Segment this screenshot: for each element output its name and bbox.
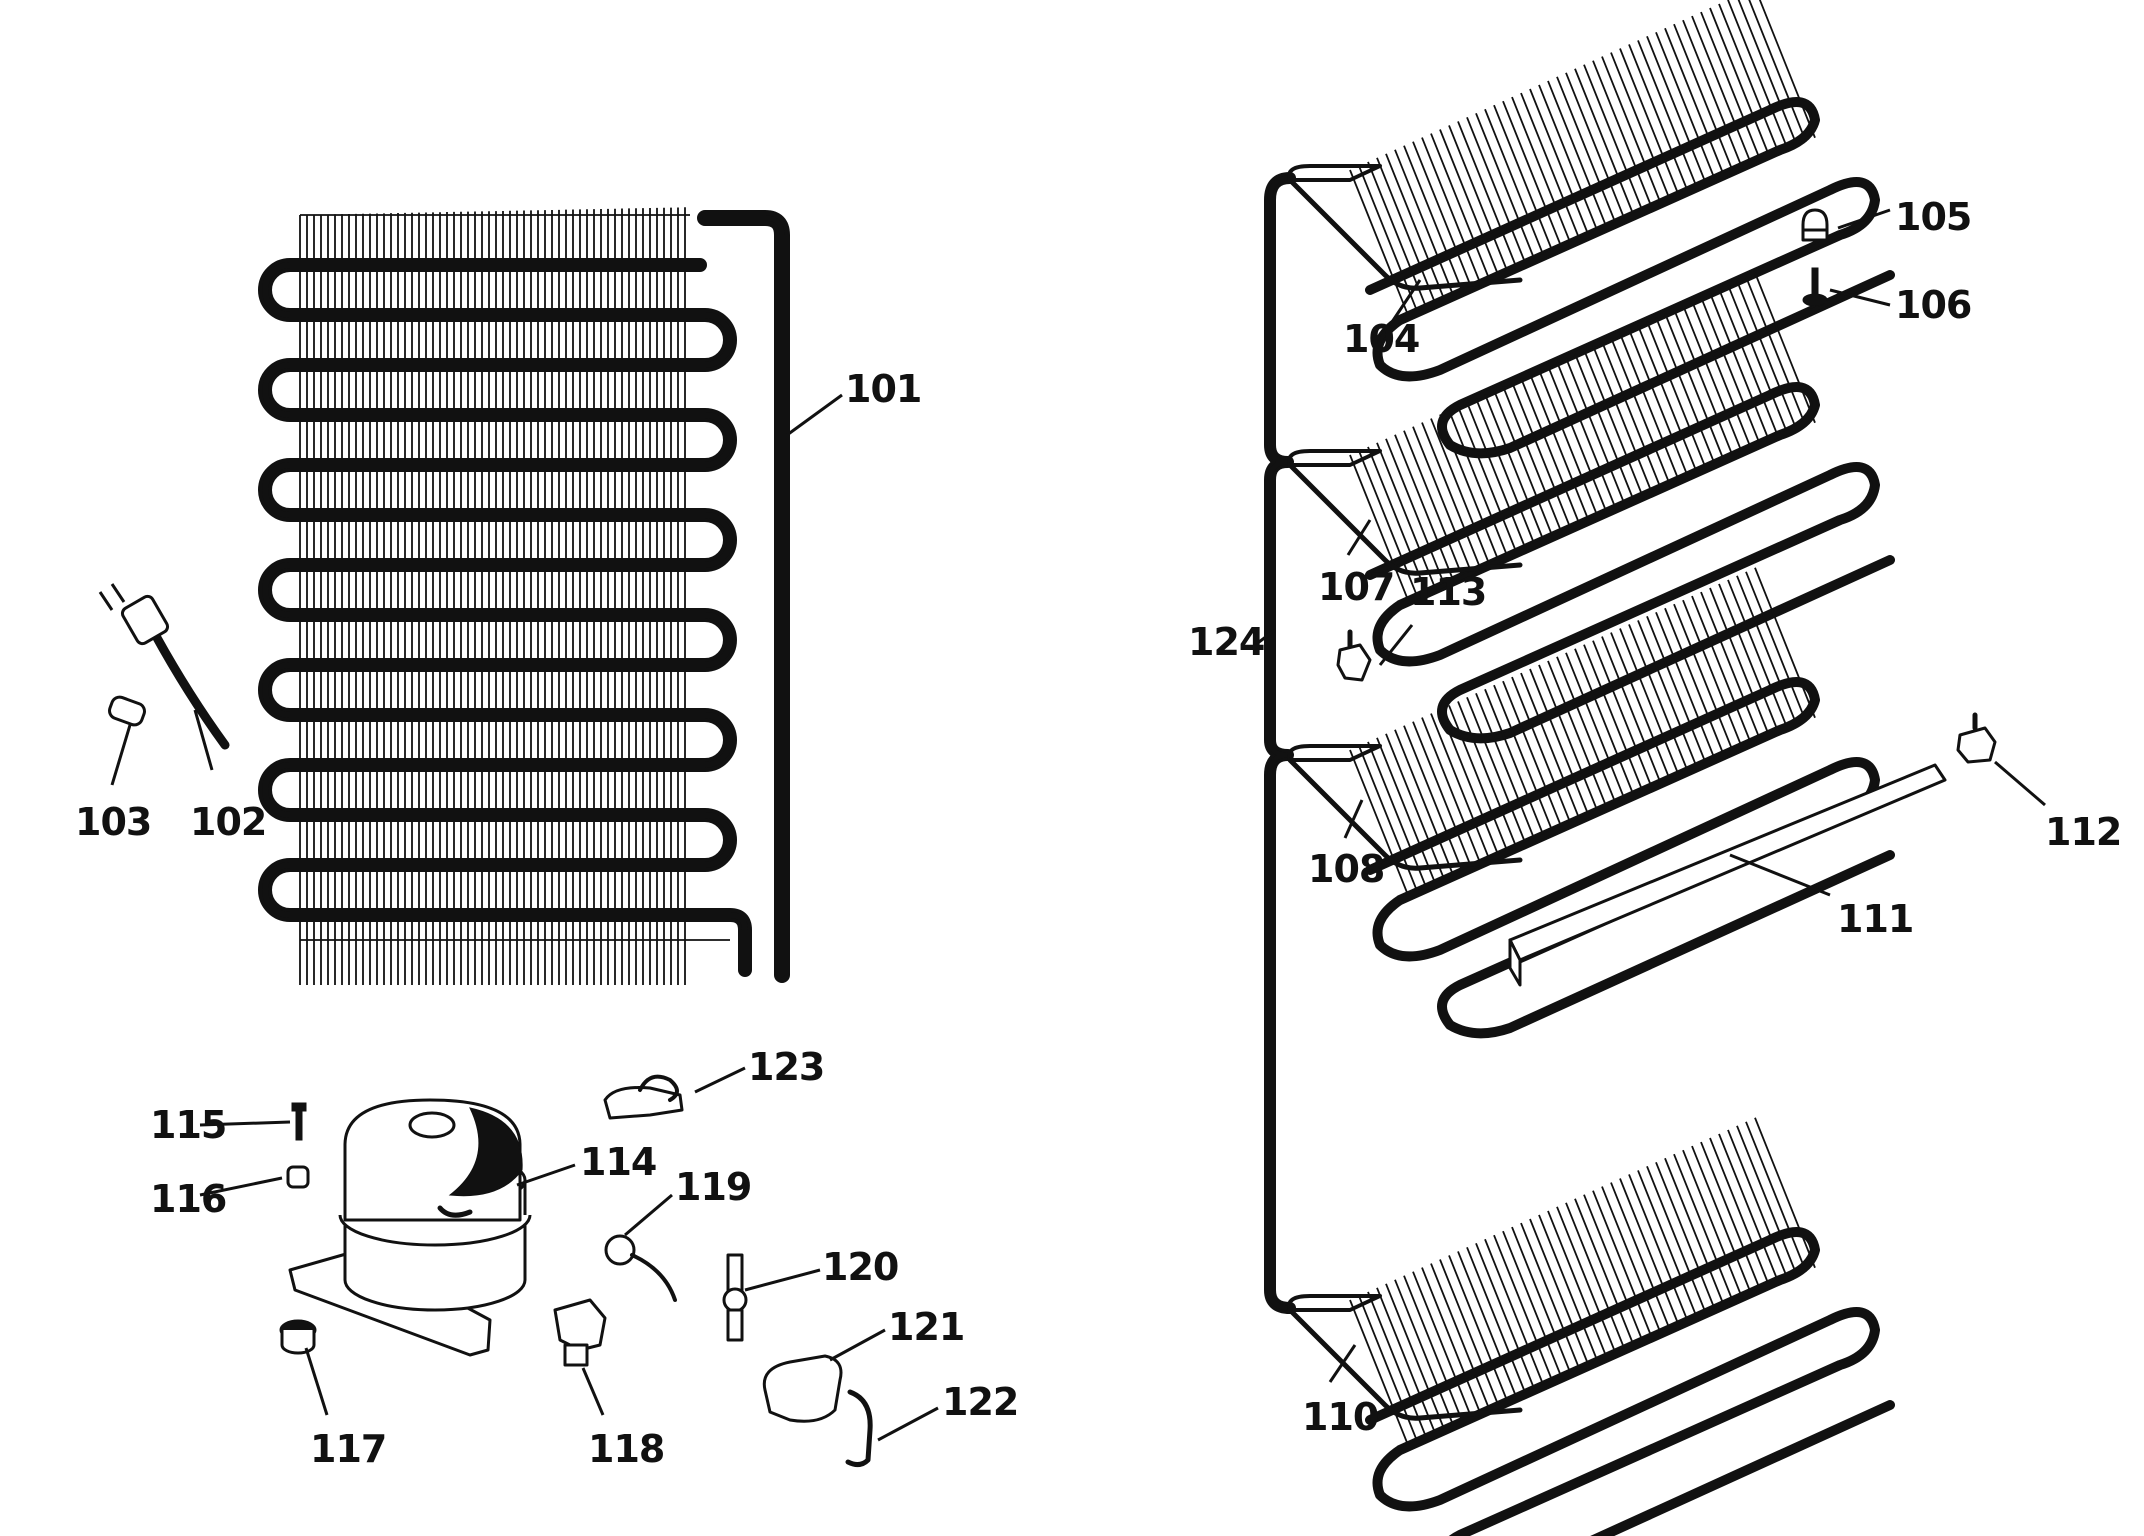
rubber-foot	[279, 1319, 317, 1355]
terminal-box	[553, 1298, 607, 1367]
callout-110: 110	[1302, 1395, 1378, 1439]
callout-103: 103	[75, 800, 151, 844]
evaporator-shelf-2	[1287, 272, 1895, 744]
callout-119: 119	[675, 1165, 751, 1209]
callout-121: 121	[888, 1305, 964, 1349]
condenser-coil	[258, 207, 790, 985]
callout-101: 101	[845, 367, 921, 411]
evaporator-assembly	[1264, 0, 1895, 1536]
shelf-clip-right	[1956, 712, 1997, 764]
leader-lines	[110, 208, 2046, 1442]
callout-113: 113	[1410, 570, 1486, 614]
callout-102: 102	[190, 800, 266, 844]
evaporator-shelf-1	[1287, 0, 1895, 459]
evaporator-shelf-4	[1287, 1117, 1895, 1536]
callout-114: 114	[580, 1140, 656, 1184]
callout-124: 124	[1188, 620, 1264, 664]
callout-107: 107	[1318, 565, 1394, 609]
callout-117: 117	[310, 1427, 386, 1471]
screw	[1802, 267, 1828, 307]
callout-118: 118	[588, 1427, 664, 1471]
callout-115: 115	[150, 1103, 226, 1147]
callout-108: 108	[1308, 847, 1384, 891]
callout-106: 106	[1895, 283, 1971, 327]
trim-strip	[1508, 763, 1947, 987]
grommet	[286, 1165, 310, 1189]
bracket	[722, 1253, 748, 1342]
condenser-wire-grid	[299, 207, 730, 985]
evaporator-shelf-3	[1287, 567, 1895, 1039]
callout-112: 112	[2045, 810, 2121, 854]
mounting-bolt	[291, 1102, 307, 1141]
compressor	[288, 1098, 532, 1357]
shelf-clip-left	[1336, 629, 1372, 682]
callout-123: 123	[748, 1045, 824, 1089]
relay	[604, 1234, 677, 1302]
suction-connector	[603, 1074, 684, 1120]
cord-clip	[108, 695, 146, 727]
callout-120: 120	[822, 1245, 898, 1289]
overload-protector	[762, 1354, 843, 1423]
retaining-clip	[845, 1389, 873, 1468]
power-cord	[98, 583, 230, 750]
callout-111: 111	[1837, 897, 1913, 941]
callout-116: 116	[150, 1177, 226, 1221]
callout-105: 105	[1895, 195, 1971, 239]
callout-104: 104	[1343, 317, 1419, 361]
callout-labels: 101 102 103 104 105 106 107 108 110 111 …	[75, 195, 2122, 1471]
screw-cap	[1801, 208, 1829, 242]
callout-122: 122	[942, 1380, 1018, 1424]
